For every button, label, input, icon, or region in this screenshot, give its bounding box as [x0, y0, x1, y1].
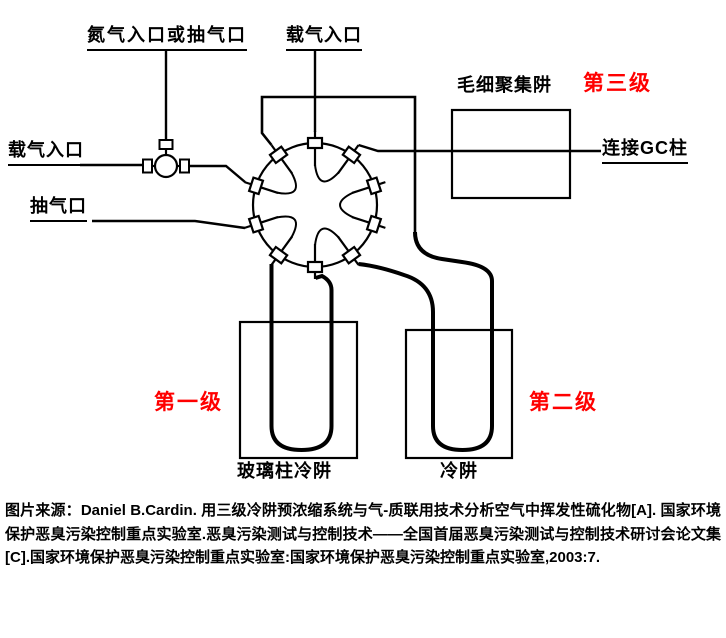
- cold-trap-label: 冷阱: [440, 461, 478, 481]
- preconcentrator-diagram: [80, 50, 601, 460]
- valve-ports: [244, 131, 386, 279]
- glass-column-trap-label: 玻璃柱冷阱: [237, 461, 332, 481]
- inlet-valve-left-fitting: [142, 158, 153, 174]
- cold-trap-tube: [358, 231, 494, 453]
- carrier-gas-inlet-top-label: 载气入口: [286, 25, 362, 51]
- valve-port: [268, 235, 293, 266]
- carrier-gas-inlet-left-label: 载气入口: [8, 140, 84, 166]
- inlet-valve-top-fitting: [158, 139, 174, 150]
- glass-trap-box: [238, 320, 359, 460]
- cold-trap-box: [404, 328, 514, 460]
- capillary-trap-label: 毛细聚集阱: [457, 75, 552, 95]
- rotary-valve: [244, 131, 386, 279]
- capillary-trap-box: [450, 108, 572, 200]
- valve-rotor: [276, 164, 354, 246]
- valve-port: [244, 176, 279, 196]
- gc-column-line: [358, 143, 601, 153]
- valve-port: [337, 235, 362, 266]
- leader-lines: [80, 50, 601, 230]
- valve-port: [351, 176, 386, 196]
- nitrogen-inlet-label: 氮气入口或抽气口: [87, 25, 247, 51]
- glass-trap-tube: [269, 264, 334, 453]
- image-source-caption: 图片来源：Daniel B.Cardin. 用三级冷阱预浓缩系统与气-质联用技术…: [5, 502, 721, 567]
- bypass-line: [260, 95, 417, 232]
- valve-port: [351, 214, 386, 234]
- valve-port: [337, 144, 362, 175]
- inlet-valve-right-fitting: [179, 158, 190, 174]
- valve-port: [268, 144, 293, 175]
- pump-port-leader-line: [92, 219, 246, 230]
- inlet-valve: [142, 139, 190, 179]
- pump-port-label: 抽气口: [30, 196, 87, 222]
- gc-column-label: 连接GC柱: [602, 138, 688, 164]
- stage1-label: 第一级: [154, 391, 223, 414]
- valve-port: [244, 214, 279, 234]
- stage2-label: 第二级: [529, 391, 598, 414]
- inlet-valve-body: [153, 153, 179, 179]
- stage3-label: 第三级: [583, 72, 652, 95]
- valve-port: [306, 244, 324, 279]
- valve-port: [306, 131, 324, 166]
- inlet-valve-link-line: [189, 164, 246, 183]
